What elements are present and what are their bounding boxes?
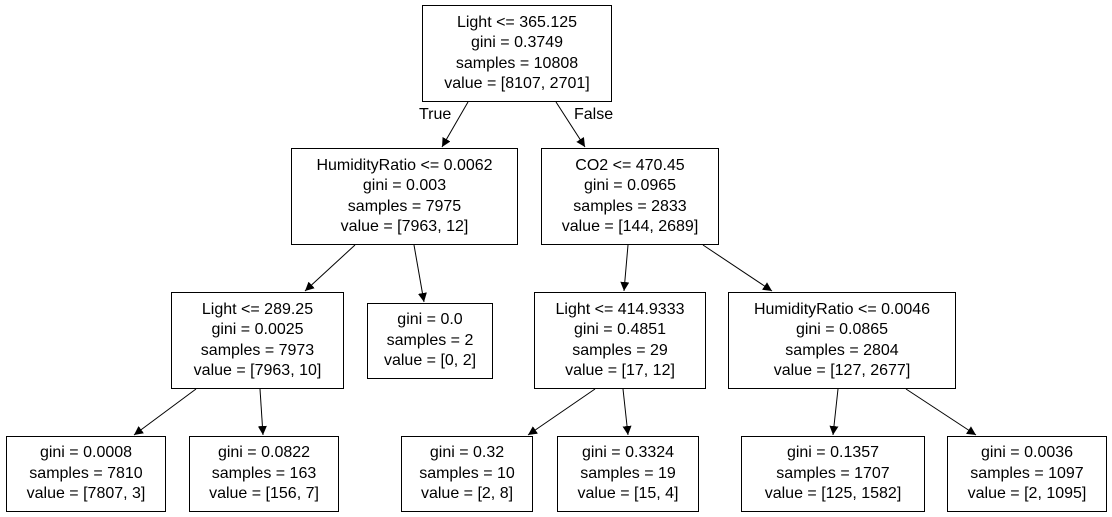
edge-n2-n6 xyxy=(702,244,773,292)
node-gini: gini = 0.4851 xyxy=(573,321,667,338)
edge-n2-n5 xyxy=(620,244,630,292)
node-gini: gini = 0.1357 xyxy=(786,444,880,462)
tree-node-n5: Light <= 414.9333 gini = 0.4851 samples … xyxy=(534,292,706,389)
tree-node-n2: CO2 <= 470.45 gini = 0.0965 samples = 28… xyxy=(541,148,719,245)
node-split-condition: Light <= 289.25 xyxy=(201,300,314,318)
node-value: value = [2, 1095] xyxy=(967,485,1087,503)
node-value: value = [127, 2677] xyxy=(773,362,911,379)
tree-node-n11: gini = 0.1357 samples = 1707 value = [12… xyxy=(741,436,925,512)
node-value: value = [2, 8] xyxy=(420,485,514,503)
tree-node-n1: HumidityRatio <= 0.0062 gini = 0.003 sam… xyxy=(291,148,518,245)
node-value: value = [7963, 10] xyxy=(193,362,322,379)
node-gini: gini = 0.0822 xyxy=(217,444,311,462)
node-split-condition: Light <= 365.125 xyxy=(456,13,578,31)
node-samples: samples = 2833 xyxy=(573,197,687,215)
node-value: value = [15, 4] xyxy=(577,485,679,503)
node-samples: samples = 7810 xyxy=(29,464,143,482)
node-value: value = [144, 2689] xyxy=(561,218,699,235)
node-value: value = [7963, 12] xyxy=(340,218,469,235)
node-gini: gini = 0.0865 xyxy=(795,321,889,338)
edge-root-n2 xyxy=(555,101,586,148)
node-samples: samples = 7975 xyxy=(347,197,462,215)
edge-n6-n11 xyxy=(829,388,839,436)
node-samples: samples = 10 xyxy=(419,464,515,482)
node-value: value = [156, 7] xyxy=(209,485,319,503)
node-samples: samples = 10808 xyxy=(455,54,579,72)
edge-n1-n3 xyxy=(304,244,356,292)
tree-node-n9: gini = 0.32 samples = 10 value = [2, 8] xyxy=(401,436,533,512)
tree-node-n12: gini = 0.0036 samples = 1097 value = [2,… xyxy=(947,436,1107,512)
node-value: value = [7807, 3] xyxy=(26,485,146,503)
node-value: value = [8107, 2701] xyxy=(444,75,590,92)
edge-n6-n12 xyxy=(905,388,977,436)
edge-n1-n4 xyxy=(413,244,427,303)
node-value: value = [125, 1582] xyxy=(764,485,902,503)
edge-n5-n10 xyxy=(622,388,632,436)
edge-n3-n8 xyxy=(257,388,267,436)
node-gini: gini = 0.0 xyxy=(397,311,463,329)
tree-node-n7: gini = 0.0008 samples = 7810 value = [78… xyxy=(6,436,166,512)
node-samples: samples = 163 xyxy=(211,464,317,482)
node-gini: gini = 0.0008 xyxy=(39,444,133,462)
edge-label-false: False xyxy=(574,106,614,123)
node-gini: gini = 0.0036 xyxy=(980,444,1074,462)
tree-node-n10: gini = 0.3324 samples = 19 value = [15, … xyxy=(557,436,699,512)
tree-node-n8: gini = 0.0822 samples = 163 value = [156… xyxy=(189,436,339,512)
node-samples: samples = 7973 xyxy=(200,341,315,359)
edge-n5-n9 xyxy=(527,388,596,436)
node-gini: gini = 0.32 xyxy=(429,444,505,462)
tree-node-n6: HumidityRatio <= 0.0046 gini = 0.0865 sa… xyxy=(728,292,956,389)
edge-n3-n7 xyxy=(133,388,197,436)
node-split-condition: Light <= 414.9333 xyxy=(555,300,685,318)
node-samples: samples = 29 xyxy=(572,341,668,359)
tree-node-root: Light <= 365.125 gini = 0.3749 samples =… xyxy=(422,5,612,102)
node-gini: gini = 0.0025 xyxy=(211,321,304,338)
edge-root-n1 xyxy=(441,101,469,148)
node-split-condition: CO2 <= 470.45 xyxy=(575,156,685,174)
node-gini: gini = 0.3324 xyxy=(581,444,675,462)
node-value: value = [17, 12] xyxy=(565,362,675,379)
node-gini: gini = 0.0965 xyxy=(583,177,677,194)
node-split-condition: HumidityRatio <= 0.0046 xyxy=(753,300,931,318)
edge-label-true: True xyxy=(419,106,452,123)
node-samples: samples = 1097 xyxy=(970,464,1084,482)
tree-node-n4: gini = 0.0 samples = 2 value = [0, 2] xyxy=(367,303,493,379)
node-value: value = [0, 2] xyxy=(383,352,477,370)
node-samples: samples = 2 xyxy=(386,331,474,349)
node-samples: samples = 19 xyxy=(580,464,676,482)
node-samples: samples = 2804 xyxy=(785,341,899,359)
node-split-condition: HumidityRatio <= 0.0062 xyxy=(316,156,493,174)
node-samples: samples = 1707 xyxy=(776,464,890,482)
node-gini: gini = 0.003 xyxy=(362,177,447,194)
tree-node-n3: Light <= 289.25 gini = 0.0025 samples = … xyxy=(171,292,344,389)
node-gini: gini = 0.3749 xyxy=(470,34,564,51)
